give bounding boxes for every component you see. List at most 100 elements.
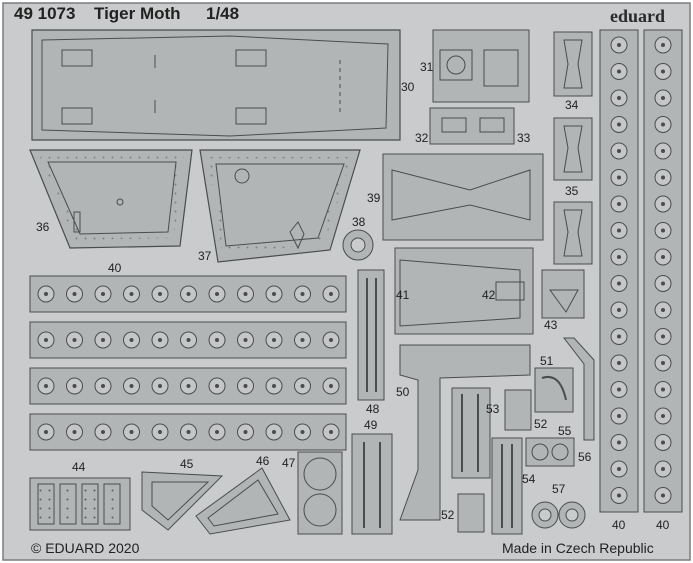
copyright-text: © EDUARD 2020	[31, 540, 140, 556]
label-30: 30	[401, 80, 415, 94]
part-55-discs	[525, 437, 575, 467]
strip-disc-center	[129, 338, 134, 342]
strip-disc-center	[272, 338, 276, 342]
strip-disc-center	[617, 69, 621, 74]
strip-disc-center	[661, 414, 665, 418]
strip-disc-center	[72, 338, 77, 342]
strip-disc-center	[661, 281, 665, 286]
part-48-rods	[357, 269, 385, 401]
strip-disc-center	[186, 430, 191, 434]
strip-disc-center	[617, 149, 621, 153]
strip-disc-center	[617, 43, 621, 47]
part-40-horizontal-strips	[29, 275, 347, 451]
strip-disc-center	[101, 430, 105, 434]
part-34-straps	[553, 31, 593, 97]
strip-disc-center	[243, 292, 248, 296]
strip-disc-center	[661, 228, 665, 233]
label-54: 54	[522, 472, 536, 486]
label-52-a: 52	[534, 417, 548, 431]
part-35b-straps	[553, 201, 593, 265]
strip-disc-center	[617, 308, 621, 312]
strip-disc-center	[661, 493, 665, 498]
strip-disc-center	[44, 384, 48, 388]
strip-disc-center	[186, 338, 191, 342]
label-37: 37	[198, 249, 212, 263]
label-57: 57	[552, 482, 566, 496]
strip-disc-center	[44, 292, 48, 296]
strip-disc-center	[661, 387, 665, 392]
label-41: 41	[396, 288, 410, 302]
strip-disc-center	[329, 384, 333, 388]
label-35: 35	[565, 184, 579, 198]
strip-disc-center	[186, 384, 191, 388]
part-52-bracket-b	[457, 493, 485, 533]
model-name: Tiger Moth	[94, 4, 181, 23]
scale-label: 1/48	[206, 4, 240, 23]
strip-disc-center	[129, 384, 134, 388]
part-50-frame	[399, 344, 531, 521]
strip-disc-center	[617, 493, 621, 498]
strip-disc-center	[243, 384, 248, 388]
strip-disc-center	[272, 384, 276, 388]
strip-disc-center	[617, 440, 621, 445]
strip-disc-center	[101, 338, 105, 342]
part-35-straps	[553, 117, 593, 181]
strip-disc-center	[101, 384, 105, 388]
part-31-instrument-panel	[432, 29, 530, 103]
label-49: 49	[364, 418, 378, 432]
strip-disc-center	[158, 292, 162, 296]
part-54-rails	[491, 437, 523, 535]
label-50: 50	[396, 385, 410, 399]
label-40-top: 40	[108, 261, 122, 275]
strip-disc-center	[329, 292, 333, 296]
part-30-floor-panel	[31, 29, 401, 141]
label-33: 33	[517, 131, 531, 145]
label-48: 48	[366, 402, 380, 416]
strip-disc-center	[300, 430, 305, 434]
label-42: 42	[482, 288, 496, 302]
strip-disc-center	[661, 96, 665, 100]
part-41-42-frame	[394, 247, 534, 335]
label-38: 38	[352, 215, 366, 229]
label-43: 43	[544, 318, 558, 332]
strip-disc-center	[617, 175, 621, 180]
strip-disc-center	[617, 122, 621, 127]
strip-disc-center	[329, 430, 333, 434]
strip-disc-center	[101, 292, 105, 296]
part-40-vertical-strips	[599, 29, 683, 513]
label-36: 36	[36, 220, 50, 234]
part-51-wire	[534, 367, 574, 413]
strip-disc-center	[661, 255, 665, 259]
label-40-right-b: 40	[656, 518, 670, 532]
strip-disc-center	[661, 467, 665, 471]
part-39-frame	[382, 153, 544, 241]
part-38-washer	[342, 229, 374, 261]
strip-disc-center	[661, 149, 665, 153]
part-49-rods	[351, 433, 393, 535]
label-51: 51	[540, 354, 554, 368]
strip-disc-center	[617, 228, 621, 233]
label-55: 55	[558, 424, 572, 438]
strip-disc-center	[617, 467, 621, 471]
strip-disc-center	[243, 430, 248, 434]
strip-disc-center	[661, 122, 665, 127]
strip-disc-center	[617, 202, 621, 206]
part-36-side-panel	[29, 149, 193, 249]
strip-disc-center	[617, 334, 621, 339]
label-56: 56	[578, 450, 592, 464]
label-40-right-a: 40	[612, 518, 626, 532]
label-46: 46	[256, 454, 270, 468]
strip-disc-center	[617, 281, 621, 286]
part-52-bracket-a	[504, 389, 532, 431]
strip-disc-center	[329, 338, 333, 342]
label-34: 34	[565, 98, 579, 112]
part-37-side-panel	[199, 149, 361, 263]
strip-disc-center	[72, 292, 77, 296]
label-53: 53	[486, 402, 500, 416]
catalog-number: 49 1073	[14, 4, 76, 23]
strip-disc-center	[661, 69, 665, 74]
strip-disc-center	[661, 175, 665, 180]
part-45-triangle	[141, 471, 224, 531]
part-47-discs	[297, 451, 343, 535]
